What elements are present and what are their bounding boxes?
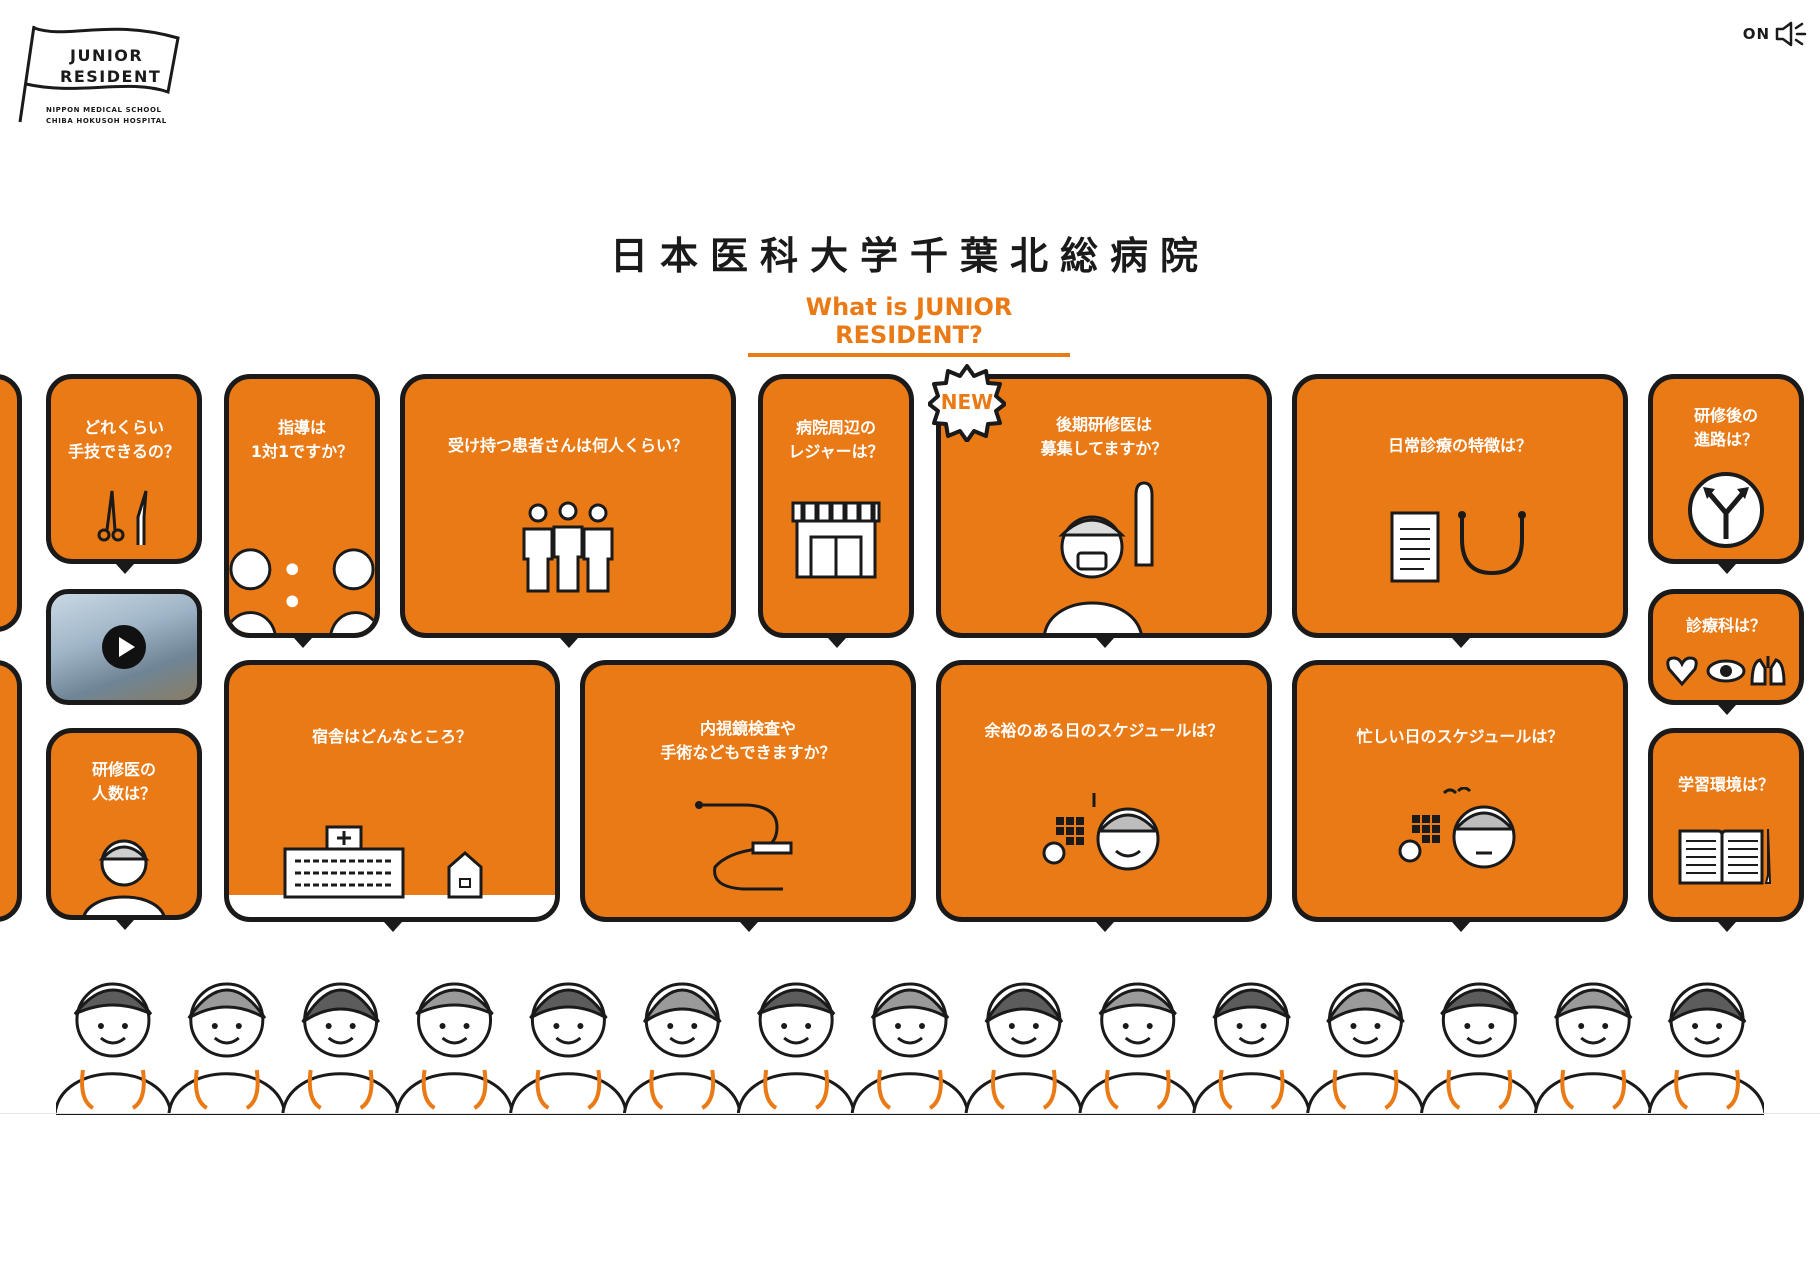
resident-figure [1647, 982, 1764, 1115]
card-recruit-question: 後期研修医は 募集してますか？ [1040, 415, 1168, 458]
card-endoscope-pointer [740, 922, 758, 932]
card-busy-pointer [1452, 922, 1470, 932]
resident-figure [508, 982, 628, 1115]
new-badge-label: NEW [940, 390, 994, 414]
resident-figure [1533, 982, 1653, 1115]
logo-text-resident: RESIDENT [60, 67, 162, 86]
page-title: 日本医科大学千葉北総病院 [609, 234, 1210, 278]
endoscope-icon [585, 783, 911, 893]
logo-subtitle-school: NIPPON MEDICAL SCHOOL [46, 106, 162, 114]
sound-toggle-label: ON [1742, 25, 1770, 43]
resident-figure [281, 982, 401, 1115]
card-skills[interactable]: どれくらい 手技できるの？ [46, 374, 202, 564]
card-relaxed-pointer [1096, 922, 1114, 932]
raised-hand-doctor-icon [941, 469, 1267, 633]
card-skills-question: どれくらい 手技できるの？ [68, 418, 180, 461]
card-endoscope-question: 内視鏡検査や 手術などもできますか？ [660, 719, 836, 762]
card-count[interactable]: 研修医の 人数は？ [46, 728, 202, 920]
fork-arrow-icon [1653, 471, 1799, 549]
card-partial-left-top[interactable] [0, 374, 22, 632]
card-skills-pointer [116, 564, 134, 574]
sound-toggle[interactable]: ON [1743, 20, 1808, 48]
calendar-happy-icon [941, 789, 1267, 873]
card-career-pointer [1718, 564, 1736, 574]
card-study-question: 学習環境は？ [1677, 775, 1774, 794]
card-features-question: 日常診療の特徴は？ [1387, 436, 1532, 455]
organs-icon [1653, 654, 1799, 688]
footer-divider [0, 1113, 1820, 1114]
resident-figure [56, 982, 173, 1115]
play-icon[interactable] [102, 625, 146, 669]
resident-figure [850, 982, 970, 1115]
card-career-question: 研修後の 進路は？ [1693, 406, 1758, 449]
card-leisure-pointer [828, 638, 846, 648]
resident-figure [622, 982, 742, 1115]
card-recruit-pointer [1096, 638, 1114, 648]
resident-figure [167, 982, 287, 1115]
card-dorm-question: 宿舎はどんなところ？ [311, 727, 472, 746]
card-ratio-pointer [294, 638, 312, 648]
site-logo[interactable]: JUNIOR RESIDENT NIPPON MEDICAL SCHOOL CH… [18, 22, 188, 132]
hospital-house-icon [229, 823, 555, 917]
resident-figure [1192, 982, 1312, 1115]
clipboard-stethoscope-icon [1297, 509, 1623, 585]
resident-figure [395, 982, 515, 1115]
card-count-pointer [116, 920, 134, 930]
logo-flag-icon [18, 25, 180, 123]
card-patients-pointer [560, 638, 578, 648]
card-features[interactable]: 日常診療の特徴は？ [1292, 374, 1628, 638]
people-group-icon [405, 499, 731, 595]
resident-figure [736, 982, 856, 1115]
logo-text-junior: JUNIOR [70, 46, 144, 65]
surgical-tools-icon [51, 487, 197, 547]
doctor-icon [51, 821, 197, 915]
card-relaxed[interactable]: 余裕のある日のスケジュールは？ [936, 660, 1272, 922]
resident-figure [1078, 982, 1198, 1115]
card-partial-left-bottom[interactable] [0, 660, 22, 922]
video-thumbnail[interactable] [46, 589, 202, 705]
calendar-tired-icon [1297, 787, 1623, 871]
card-ratio-question: 指導は 1対1ですか？ [250, 418, 354, 461]
resident-figure [1419, 982, 1539, 1115]
card-relaxed-question: 余裕のある日のスケジュールは？ [984, 721, 1224, 740]
card-leisure[interactable]: 病院周辺の レジャーは？ [758, 374, 914, 638]
card-dorm[interactable]: 宿舎はどんなところ？ [224, 660, 560, 922]
card-career[interactable]: 研修後の 進路は？ [1648, 374, 1804, 564]
card-departments-pointer [1718, 705, 1736, 715]
card-patients[interactable]: 受け持つ患者さんは何人くらい？ [400, 374, 736, 638]
logo-subtitle-hospital: CHIBA HOKUSOH HOSPITAL [46, 117, 167, 125]
card-count-question: 研修医の 人数は？ [91, 760, 156, 803]
card-dorm-pointer [384, 922, 402, 932]
card-recruit[interactable]: 後期研修医は 募集してますか？ [936, 374, 1272, 638]
card-departments-question: 診療科は？ [1685, 616, 1766, 635]
card-endoscope[interactable]: 内視鏡検査や 手術などもできますか？ [580, 660, 916, 922]
card-departments[interactable]: 診療科は？ [1648, 589, 1804, 705]
card-features-pointer [1452, 638, 1470, 648]
speaker-icon [1775, 21, 1807, 47]
resident-figure [1305, 982, 1425, 1115]
book-icon [1653, 825, 1799, 887]
shop-icon [763, 501, 909, 581]
residents-group-illustration [56, 982, 1764, 1115]
card-study[interactable]: 学習環境は？ [1648, 728, 1804, 922]
what-is-junior-resident-link[interactable]: What is JUNIOR RESIDENT? [748, 293, 1070, 357]
card-busy[interactable]: 忙しい日のスケジュールは？ [1292, 660, 1628, 922]
card-patients-question: 受け持つ患者さんは何人くらい？ [447, 436, 688, 455]
card-ratio[interactable]: 指導は 1対1ですか？ [224, 374, 380, 638]
card-busy-question: 忙しい日のスケジュールは？ [1356, 727, 1564, 746]
card-study-pointer [1718, 922, 1736, 932]
doctor-pair-icon [229, 519, 375, 633]
card-leisure-question: 病院周辺の レジャーは？ [788, 418, 884, 461]
new-badge: NEW [927, 364, 1007, 443]
resident-figure [964, 982, 1084, 1115]
